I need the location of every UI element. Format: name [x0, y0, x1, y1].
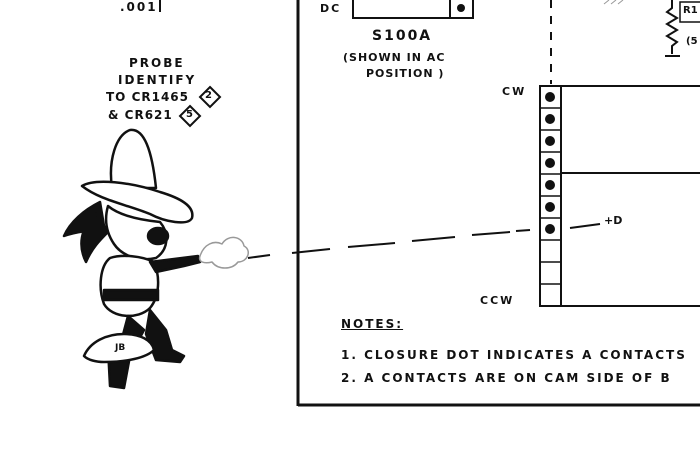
note-item-2: 2. A CONTACTS ARE ON CAM SIDE OF B	[341, 371, 672, 385]
resistor-label-2: (5	[686, 36, 698, 47]
hatch-marks	[603, 0, 624, 5]
probe-value: .001	[120, 0, 158, 14]
resistor-symbol	[665, 0, 679, 54]
probe-label-line2: IDENTIFY	[118, 73, 197, 87]
ref-diamond-5	[178, 104, 202, 128]
switch-box	[352, 0, 474, 19]
closure-dot	[545, 92, 555, 102]
bullet-trail	[247, 223, 601, 259]
cam-rows	[540, 107, 561, 285]
probe-label-line4: & CR621	[108, 108, 173, 122]
resistor-label-box	[679, 1, 700, 23]
ref-diamond-2	[198, 85, 222, 109]
notes-heading: NOTES:	[341, 317, 404, 331]
note-item-1: 1. CLOSURE DOT INDICATES A CONTACTS	[341, 348, 687, 362]
closure-dot	[545, 114, 555, 124]
probe-label-line1: PROBE	[129, 56, 185, 70]
closure-dot	[545, 224, 555, 234]
ref-number-2: 2	[205, 90, 212, 101]
cam-outer-box	[539, 85, 700, 307]
resistor-label: R1	[683, 5, 698, 16]
gunslinger-cartoon	[62, 128, 249, 390]
cam-closure-dots	[545, 92, 555, 234]
switch-contact-dot	[457, 4, 465, 12]
figure-initials: JB	[115, 343, 126, 353]
closure-dot	[545, 202, 555, 212]
switch-name: S100A	[372, 28, 433, 44]
switch-dc-label: DC	[320, 2, 342, 15]
switch-caption-line1: (SHOWN IN AC	[343, 51, 446, 64]
closure-dot	[545, 136, 555, 146]
cam-cw-label: CW	[502, 85, 527, 98]
probe-label-line3: TO CR1465	[106, 90, 190, 104]
closure-dot	[545, 180, 555, 190]
ref-number-5: 5	[186, 109, 193, 120]
probe-tip-label: +D	[604, 214, 623, 227]
switch-caption-line2: POSITION )	[366, 67, 445, 80]
cam-ccw-label: CCW	[480, 294, 515, 307]
closure-dot	[545, 158, 555, 168]
